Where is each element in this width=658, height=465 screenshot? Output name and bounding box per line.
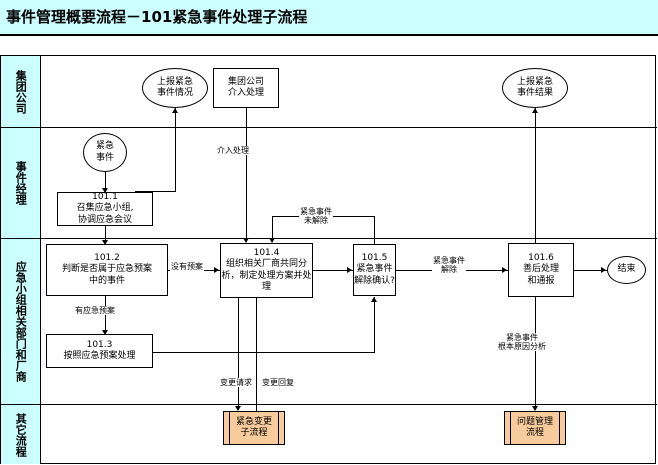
arrow-up — [532, 108, 538, 113]
node-label: 善后处理和通报 — [522, 264, 559, 286]
connector-101-5-loop-down — [272, 216, 273, 242]
page-title: 事件管理概要流程－101紧急事件处理子流程 — [6, 8, 308, 26]
node-label: 组织相关厂商共同分析，制定处理方案并处理 — [221, 259, 312, 292]
node-number: 101.2 — [94, 253, 120, 264]
node-101-3[interactable]: 101.3 按照应急预案处理 — [46, 334, 153, 368]
connector-start-to-101-1 — [105, 172, 106, 192]
lane-label: 集团公司 — [14, 69, 28, 114]
lane-header-incident-manager: 事件经理 — [1, 128, 41, 238]
node-label: 集团公司介入处理 — [227, 76, 264, 98]
lane-divider-3 — [1, 404, 657, 405]
node-number: 101.3 — [86, 339, 113, 350]
edge-label-resolved: 紧急事件解除 — [432, 256, 466, 275]
node-101-5[interactable]: 101.5 紧急事件解除确认? — [353, 244, 396, 296]
edge-label-has-plan: 有应急预案 — [74, 306, 116, 316]
connector-101-3-to-101-5 — [374, 297, 375, 353]
predefined-bar-right — [559, 411, 560, 445]
connector-101-6-to-problem-process — [535, 297, 536, 410]
connector-change-subprocess-to-101-4 — [256, 298, 257, 411]
swimlane-frame: 集团公司 事件经理 应急小组相关部门和厂商 其它流程 — [0, 55, 657, 464]
node-number: 101.6 — [528, 253, 554, 264]
lane-header-other-process: 其它流程 — [1, 405, 41, 464]
arrow-down — [235, 406, 241, 411]
node-report-emergency-status[interactable]: 上报紧急事件情况 — [142, 68, 208, 108]
node-emergency-change-subprocess[interactable]: 紧急变更子流程 — [223, 411, 285, 445]
arrow-down — [243, 238, 249, 243]
node-label: 结束 — [617, 264, 636, 275]
lane-label: 应急小组相关部门和厂商 — [14, 261, 28, 382]
edge-label-no-plan: 没有预案 — [170, 262, 204, 272]
connector-101-1-to-report-status — [175, 108, 176, 192]
connector-101-3-right — [153, 352, 375, 353]
node-label: 紧急事件解除确认? — [354, 264, 395, 286]
node-number: 101.4 — [253, 248, 280, 258]
connector-101-1-right — [135, 191, 176, 192]
arrow-down — [102, 330, 108, 335]
connector-group-intervene-to-101-4 — [246, 108, 247, 242]
arrow-right — [347, 267, 352, 273]
arrow-right — [214, 267, 219, 273]
lane-divider-2 — [1, 238, 657, 239]
node-label: 按照应急预案处理 — [63, 351, 136, 361]
arrow-down — [532, 406, 538, 411]
node-label: 判断是否属于应急预案中的事件 — [61, 264, 152, 286]
predefined-bar-left — [229, 411, 230, 445]
edge-label-change-reply: 变更回复 — [261, 378, 295, 388]
node-number: 101.5 — [361, 253, 388, 264]
lane-header-emergency-team: 应急小组相关部门和厂商 — [1, 239, 41, 404]
node-101-1[interactable]: 101.1 召集应急小组,协调应急会议 — [57, 192, 153, 226]
connector-101-1-to-101-2 — [105, 226, 106, 244]
arrow-right — [601, 267, 606, 273]
predefined-bar-left — [510, 411, 511, 445]
lane-divider-1 — [1, 127, 657, 128]
edge-label-intervene: 介入处理 — [216, 146, 250, 156]
lane-header-group-company: 集团公司 — [1, 56, 41, 127]
node-label: 问题管理流程 — [516, 416, 553, 438]
arrow-down — [269, 238, 275, 243]
connector-101-6-to-report-result — [535, 108, 536, 243]
connector-101-4-to-change-subprocess — [238, 298, 239, 410]
node-start-emergency-event[interactable]: 紧急事件 — [83, 133, 127, 172]
edge-label-not-resolved: 紧急事件未解除 — [299, 207, 333, 226]
node-number: 101.1 — [92, 192, 118, 203]
node-label: 召集应急小组,协调应急会议 — [76, 203, 134, 225]
node-label: 上报紧急事件结果 — [516, 76, 553, 98]
arrow-up — [371, 297, 377, 302]
node-group-company-intervene[interactable]: 集团公司介入处理 — [213, 68, 279, 108]
arrow-right — [502, 267, 507, 273]
predefined-bar-right — [278, 411, 279, 445]
node-problem-management-process[interactable]: 问题管理流程 — [504, 411, 566, 445]
connector-101-5-loop-up — [374, 216, 375, 244]
title-bar: 事件管理概要流程－101紧急事件处理子流程 — [0, 0, 658, 35]
node-101-2[interactable]: 101.2 判断是否属于应急预案中的事件 — [46, 244, 168, 296]
node-101-4[interactable]: 101.4 组织相关厂商共同分析，制定处理方案并处理 — [220, 243, 313, 298]
title-divider — [0, 34, 658, 36]
node-report-emergency-result[interactable]: 上报紧急事件结果 — [502, 68, 568, 108]
node-label: 上报紧急事件情况 — [156, 76, 193, 98]
node-label: 紧急事件 — [95, 141, 114, 163]
node-101-6[interactable]: 101.6 善后处理和通报 — [508, 243, 574, 297]
arrow-up — [172, 108, 178, 113]
node-label: 紧急变更子流程 — [235, 416, 272, 438]
connector-101-6-to-end — [574, 270, 607, 271]
lane-label: 事件经理 — [14, 161, 28, 205]
connector-101-4-to-101-5 — [313, 270, 353, 271]
edge-label-change-request: 变更请求 — [219, 378, 253, 388]
edge-label-root-cause: 紧急事件根本原因分析 — [497, 333, 547, 352]
lane-label: 其它流程 — [14, 412, 28, 457]
arrow-down — [102, 240, 108, 245]
node-end[interactable]: 结束 — [607, 256, 646, 284]
arrow-down — [102, 188, 108, 193]
